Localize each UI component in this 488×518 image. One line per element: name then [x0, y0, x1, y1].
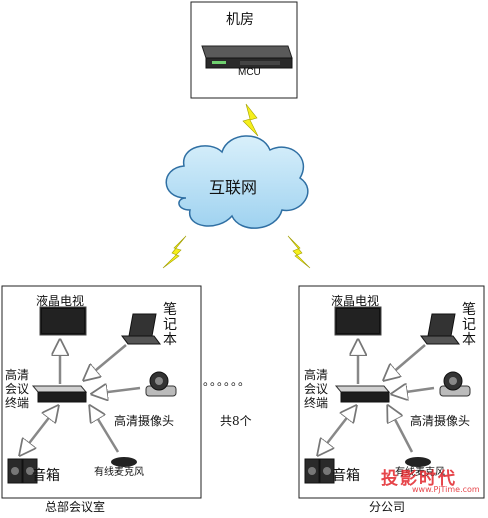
branch-mic-label: 有线麦克风: [395, 467, 445, 478]
branch-mic-icon: [405, 457, 431, 467]
watermark-logo: 投影时代: [381, 469, 457, 489]
hq-arrow-from-camera: [92, 388, 141, 394]
branch-arrow-speaker: [318, 406, 356, 455]
hq-laptop-icon: [121, 313, 161, 345]
lightning-link-left: [162, 235, 187, 269]
hq-mic-label: 有线麦克风: [94, 467, 144, 478]
hq-camera-label: 高清摄像头: [114, 414, 175, 428]
branch-terminal-icon: [334, 385, 391, 403]
hq-arrow-from-mic: [90, 406, 120, 453]
internet-label: 互联网: [209, 178, 258, 197]
branch-arrow-from-camera: [392, 388, 435, 394]
hq-caption: 总部会议室: [45, 500, 106, 514]
mcu-label: MCU: [238, 67, 261, 78]
branch-laptop-icon: [420, 313, 460, 345]
branch-camera-label: 高清摄像头: [410, 414, 471, 428]
hq-arrow-from-laptop: [84, 344, 127, 380]
hq-speaker-label: 音箱: [32, 468, 60, 484]
branch-laptop-label: 笔记本: [462, 302, 476, 348]
hq-terminal-icon: [31, 385, 88, 403]
lightning-link-top: [242, 103, 259, 137]
dots-ellipsis: 。。。。。。: [203, 374, 252, 388]
branch-arrow-from-laptop: [384, 344, 426, 380]
watermark-url: www.PjTime.com: [412, 485, 480, 494]
count-label: 共8个: [220, 414, 252, 428]
internet-cloud: [165, 135, 309, 229]
branch-caption: 分公司: [369, 500, 406, 514]
branch-terminal-label: 高清会议终端: [304, 368, 329, 410]
branch-camera-icon: [439, 371, 471, 397]
hq-camera-icon: [145, 371, 177, 397]
hq-arrow-speaker: [20, 406, 58, 455]
lightning-link-right: [287, 235, 311, 269]
hq-speaker-icon: [7, 458, 38, 484]
mcu-device-icon: [201, 45, 293, 69]
hq-terminal-label: 高清会议终端: [5, 368, 30, 410]
server-room-title: 机房: [226, 12, 254, 28]
branch-arrow-from-mic: [388, 406, 414, 453]
branch-speaker-icon: [304, 458, 335, 484]
branch-speaker-label: 音箱: [332, 468, 360, 484]
hq-mic-icon: [111, 457, 137, 467]
hq-tv-label: 液晶电视: [36, 294, 85, 308]
branch-tv-label: 液晶电视: [331, 294, 380, 308]
hq-tv-icon: [39, 306, 87, 336]
branch-tv-icon: [334, 306, 382, 336]
hq-laptop-label: 笔记本: [163, 302, 177, 348]
